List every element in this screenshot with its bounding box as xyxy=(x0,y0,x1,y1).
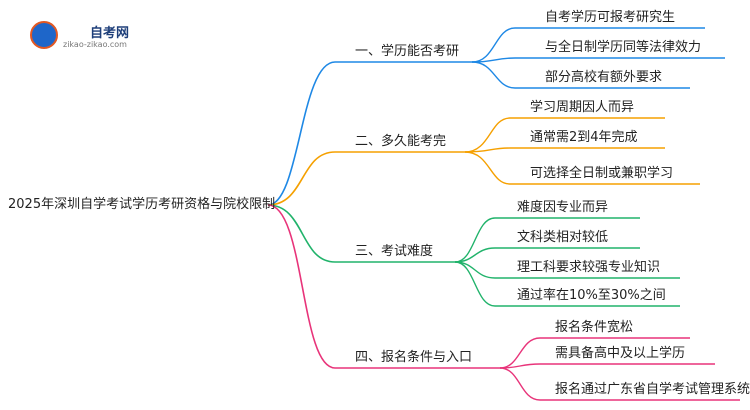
connector-branch-3-leaf-4 xyxy=(454,261,680,307)
branch-4-leaf-2: 需具备高中及以上学历 xyxy=(555,346,686,361)
connector-branch-4-leaf-1 xyxy=(499,337,690,369)
branch-2-leaf-2: 通常需2到4年完成 xyxy=(530,130,638,145)
connector-branch-2-leaf-2 xyxy=(464,147,665,153)
connector-branch-4-leaf-3 xyxy=(499,367,740,401)
connector-branch-1-leaf-3 xyxy=(471,61,690,89)
branch-1-label: 一、学历能否考研 xyxy=(355,44,460,59)
branch-3-leaf-3: 理工科要求较强专业知识 xyxy=(517,260,661,275)
branch-1-leaf-1: 自考学历可报考研究生 xyxy=(545,10,676,25)
branch-3-leaf-4: 通过率在10%至30%之间 xyxy=(517,288,666,303)
connector-root-branch-3 xyxy=(267,204,336,263)
branch-2-leaf-3: 可选择全日制或兼职学习 xyxy=(530,166,674,181)
site-logo: 自考网 zikao-zikao.com xyxy=(30,18,150,54)
connector-branch-2-leaf-3 xyxy=(464,151,700,185)
branch-4-label: 四、报名条件与入口 xyxy=(355,350,473,365)
mindmap-root: 2025年深圳自学考试学历考研资格与院校限制 xyxy=(8,197,276,212)
connector-branch-1-leaf-1 xyxy=(471,27,705,63)
branch-4-leaf-3: 报名通过广东省自学考试管理系统 xyxy=(555,382,750,397)
connector-branch-1-leaf-2 xyxy=(471,57,725,63)
branch-3-label: 三、考试难度 xyxy=(355,244,434,259)
branch-3-leaf-2: 文科类相对较低 xyxy=(517,230,609,245)
branch-1-leaf-3: 部分高校有额外要求 xyxy=(545,70,663,85)
connector-root-branch-1 xyxy=(267,61,336,206)
connector-root-branch-2 xyxy=(267,151,336,206)
logo-emblem-icon xyxy=(30,21,58,49)
connector-branch-3-leaf-1 xyxy=(454,217,640,263)
connector-branch-4-leaf-2 xyxy=(499,363,715,369)
branch-2-label: 二、多久能考完 xyxy=(355,134,447,149)
connector-branch-2-leaf-1 xyxy=(464,117,665,153)
branch-2-leaf-1: 学习周期因人而异 xyxy=(530,100,635,115)
connector-branch-3-leaf-2 xyxy=(454,247,640,263)
connector-root-branch-4 xyxy=(267,204,336,369)
branch-4-leaf-1: 报名条件宽松 xyxy=(555,320,634,335)
branch-1-leaf-2: 与全日制学历同等法律效力 xyxy=(545,40,702,55)
branch-3-leaf-1: 难度因专业而异 xyxy=(517,200,609,215)
logo-url: zikao-zikao.com xyxy=(63,40,127,49)
logo-title: 自考网 xyxy=(90,26,130,41)
